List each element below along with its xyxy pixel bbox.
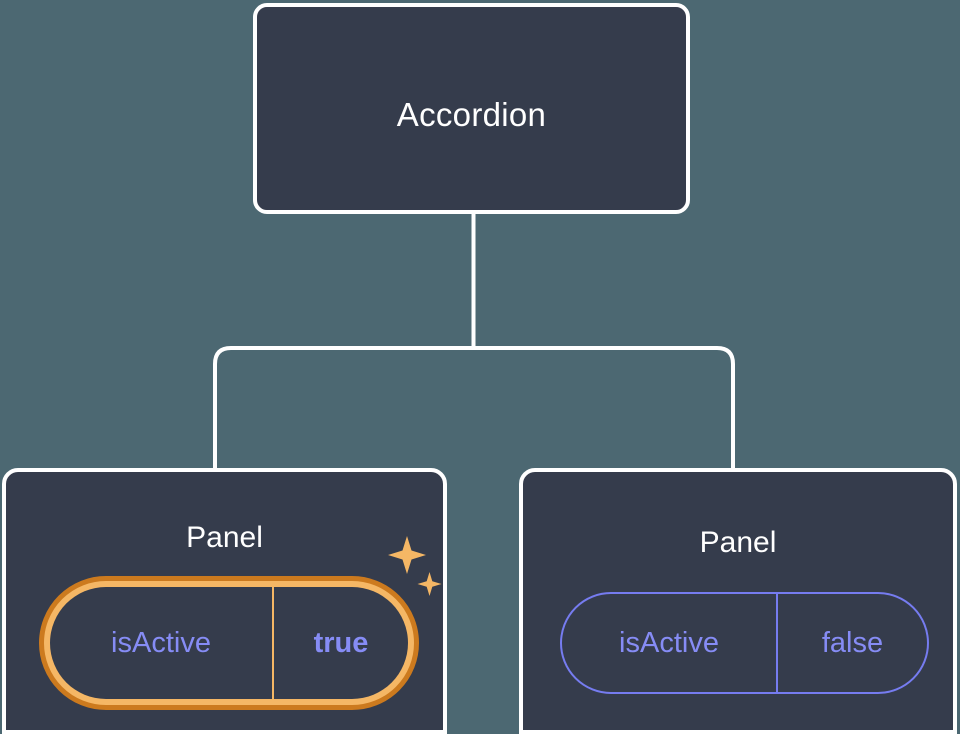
sparkles-icon xyxy=(388,536,442,596)
node-accordion[interactable]: Accordion xyxy=(253,3,690,214)
node-accordion-label: Accordion xyxy=(396,96,547,133)
node-panel-active-label: Panel xyxy=(186,521,263,554)
prop-name: isActive xyxy=(50,587,274,699)
connector-branch-bar xyxy=(213,346,735,468)
prop-pill-isactive-false[interactable]: isActive false xyxy=(560,592,929,694)
node-panel-inactive[interactable]: Panel isActive false xyxy=(519,468,957,734)
prop-pill-isactive-true[interactable]: isActive true xyxy=(39,576,419,710)
prop-value: true xyxy=(313,626,369,659)
prop-value: false xyxy=(821,626,884,659)
prop-pill-inner: isActive true xyxy=(50,587,408,699)
prop-name: isActive xyxy=(562,594,778,692)
node-panel-inactive-label: Panel xyxy=(699,526,777,559)
node-panel-active[interactable]: Panel isActive true xyxy=(2,468,447,734)
